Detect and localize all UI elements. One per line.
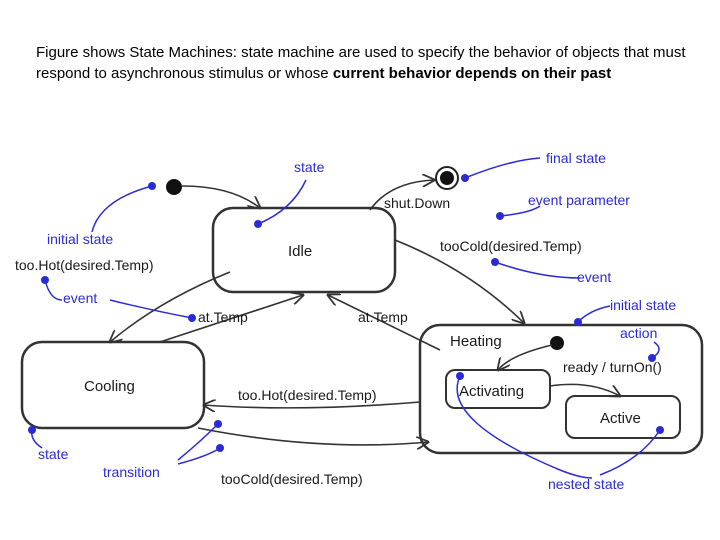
state-heating-label: Heating	[450, 333, 502, 350]
final-state-inner	[440, 171, 454, 185]
annotation-event-parameter: event parameter	[528, 192, 630, 208]
annotation-event-right: event	[577, 269, 611, 285]
annotation-final-state: final state	[546, 150, 606, 166]
annotation-nested-state: nested state	[548, 476, 624, 492]
transition-initial-to-idle	[181, 185, 260, 208]
state-idle-label: Idle	[288, 243, 312, 260]
annotation-initial-state-right: initial state	[610, 297, 676, 313]
nested-initial-dot	[550, 336, 564, 350]
state-cooling-label: Cooling	[84, 378, 135, 395]
transition-idle-to-cooling	[110, 271, 231, 342]
label-too-cold-1: tooCold(desired.Temp)	[440, 238, 582, 254]
transition-idle-to-final	[369, 180, 434, 211]
caption-bold-text: current behavior depends on their past	[332, 65, 612, 82]
transition-heating-to-idle	[328, 295, 441, 351]
annotation-initial-state-left: initial state	[47, 231, 113, 247]
transition-idle-to-heating	[394, 239, 524, 323]
state-active-box	[565, 395, 681, 439]
annotation-action: action	[620, 325, 657, 341]
label-too-cold-2: tooCold(desired.Temp)	[221, 471, 363, 487]
transition-cooling-to-idle	[159, 295, 303, 343]
transition-nested-initial-to-activating	[498, 344, 553, 370]
state-activating-label: Activating	[459, 383, 524, 400]
initial-state-dot	[166, 179, 182, 195]
caption-text: Figure shows State Machines: state machi…	[36, 44, 686, 82]
transition-heating-to-cooling	[204, 402, 421, 408]
annotation-state-bottom: state	[38, 446, 69, 462]
label-shutdown: shut.Down	[384, 195, 450, 211]
state-active-label: Active	[600, 410, 641, 427]
label-too-hot-2: too.Hot(desired.Temp)	[238, 387, 377, 403]
figure-caption: Figure shows State Machines: state machi…	[36, 42, 686, 84]
label-at-temp-left: at.Temp	[198, 309, 248, 325]
annotation-transition: transition	[103, 464, 160, 480]
label-at-temp-right: at.Temp	[358, 309, 408, 325]
transition-activating-to-active	[549, 383, 620, 396]
transition-cooling-to-heating	[197, 427, 428, 445]
annotation-dots	[28, 174, 664, 452]
annotation-state-top: state	[294, 159, 325, 175]
label-too-hot-1: too.Hot(desired.Temp)	[15, 257, 154, 273]
label-ready-turn-on: ready / turnOn()	[563, 359, 662, 375]
annotation-event-left: event	[63, 290, 97, 306]
